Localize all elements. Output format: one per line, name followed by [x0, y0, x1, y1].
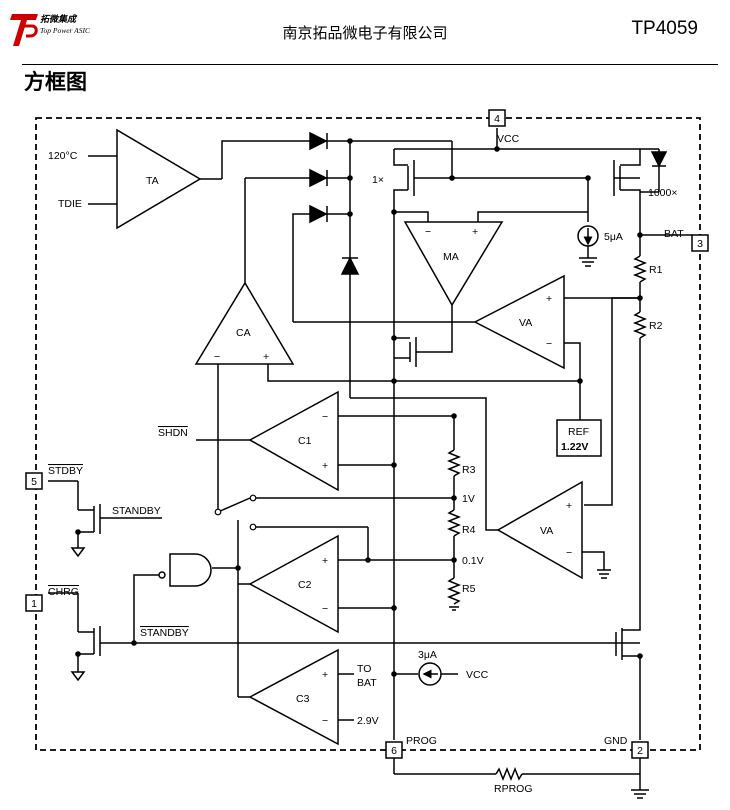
pin-6-prog [385, 741, 403, 759]
va-top-plus: + [546, 293, 552, 305]
c3-plus: + [322, 669, 328, 681]
reference-voltage-block [556, 419, 602, 457]
c2-label: C2 [298, 579, 312, 591]
pin-6-label: PROG [406, 735, 437, 747]
va-top-minus: − [546, 338, 552, 350]
pin-1-number: 1 [31, 598, 37, 610]
logo-english-text: Top Power ASIC [40, 26, 91, 35]
diode-4 [340, 256, 360, 275]
standby-signal-label: STANDBY [112, 505, 161, 517]
shdn-label: SHDN [158, 427, 188, 439]
c2-plus: + [322, 555, 328, 567]
pin-1-label: CHRG [48, 586, 79, 598]
ma-minus: − [425, 226, 431, 238]
va-top-amplifier [473, 274, 565, 370]
to-bat-label: BAT [357, 677, 377, 689]
pin-2-label: GND [604, 735, 628, 747]
ta-label: TA [146, 175, 159, 187]
r5-label: R5 [462, 583, 476, 595]
pin-6-number: 6 [391, 745, 397, 757]
pin-2-number: 2 [637, 745, 643, 757]
c2-minus: − [322, 603, 328, 615]
ma-plus: + [472, 226, 478, 238]
pin-4-label: VCC [497, 133, 520, 145]
vref-1v-label: 1V [462, 493, 475, 505]
logo-chinese-text: 拓微集成 [40, 15, 77, 25]
diode-1 [309, 131, 328, 151]
ta-input-120c: 120°C [48, 150, 78, 162]
pin-5-number: 5 [31, 476, 37, 488]
resistor-r2 [632, 311, 648, 339]
r3-label: R3 [462, 464, 476, 476]
ref-label: REF [568, 426, 589, 438]
r2-label: R2 [649, 320, 663, 332]
vref-01v-label: 0.1V [462, 555, 484, 567]
pin-4-vcc [488, 109, 506, 127]
va-bottom-plus: + [566, 500, 572, 512]
header-divider [22, 64, 718, 65]
c1-label: C1 [298, 435, 312, 447]
pin-5-stdby [25, 472, 43, 490]
ta-input-tdie: TDIE [58, 198, 82, 210]
pin-1-chrg [25, 594, 43, 612]
diode-3 [309, 204, 328, 224]
logo-mark-icon [10, 14, 38, 46]
c3-label: C3 [296, 693, 310, 705]
c1-minus: − [322, 411, 328, 423]
section-title: 方框图 [24, 70, 87, 94]
c1-comparator [248, 390, 339, 492]
pin-3-label: BAT [664, 228, 684, 240]
body-diode-icon [650, 151, 668, 168]
resistor-r1 [632, 255, 648, 283]
ca-amplifier [194, 281, 295, 365]
standby-bar-signal-label: STANDBY [140, 627, 189, 639]
mirror-1x-label: 1× [372, 174, 384, 186]
pin-3-bat [691, 234, 709, 252]
nand-gate [169, 553, 212, 587]
pin-3-number: 3 [697, 238, 703, 250]
ma-label: MA [443, 251, 459, 263]
va-bottom-label: VA [540, 525, 553, 537]
chip-boundary [35, 117, 701, 751]
resistor-r5 [446, 577, 462, 605]
ma-amplifier [403, 221, 504, 307]
resistor-r4 [446, 509, 462, 537]
c1-plus: + [322, 460, 328, 472]
diode-2 [309, 168, 328, 188]
r1-label: R1 [649, 264, 663, 276]
ca-plus: + [263, 351, 269, 363]
va-top-label: VA [519, 317, 532, 329]
va-bottom-amplifier [496, 480, 583, 580]
ca-label: CA [236, 327, 251, 339]
company-name: 南京拓品微电子有限公司 [282, 24, 448, 42]
to-label: TO [357, 663, 371, 675]
c3-minus: − [322, 715, 328, 727]
ref-voltage-label: 1.22V [561, 441, 588, 453]
pin-5-label: STDBY [48, 465, 83, 477]
rprog-label: RPROG [494, 783, 533, 795]
ta-amplifier [116, 128, 202, 230]
resistor-rprog [495, 766, 523, 782]
ca-minus: − [214, 351, 220, 363]
c2-comparator [248, 534, 339, 634]
c3-comparator [248, 648, 339, 746]
pin-4-number: 4 [494, 113, 500, 125]
part-number: TP4059 [631, 18, 698, 39]
vcc-source-label: VCC [466, 669, 489, 681]
current-3ua-label: 3μA [418, 649, 437, 661]
r4-label: R4 [462, 524, 476, 536]
mirror-1000x-label: 1000× [648, 187, 678, 199]
va-bottom-minus: − [566, 547, 572, 559]
pin-2-gnd [631, 741, 649, 759]
current-5ua-label: 5μA [604, 231, 623, 243]
vref-29v-label: 2.9V [357, 715, 379, 727]
company-logo: 拓微集成 Top Power ASIC [10, 10, 120, 50]
resistor-r3 [446, 449, 462, 477]
